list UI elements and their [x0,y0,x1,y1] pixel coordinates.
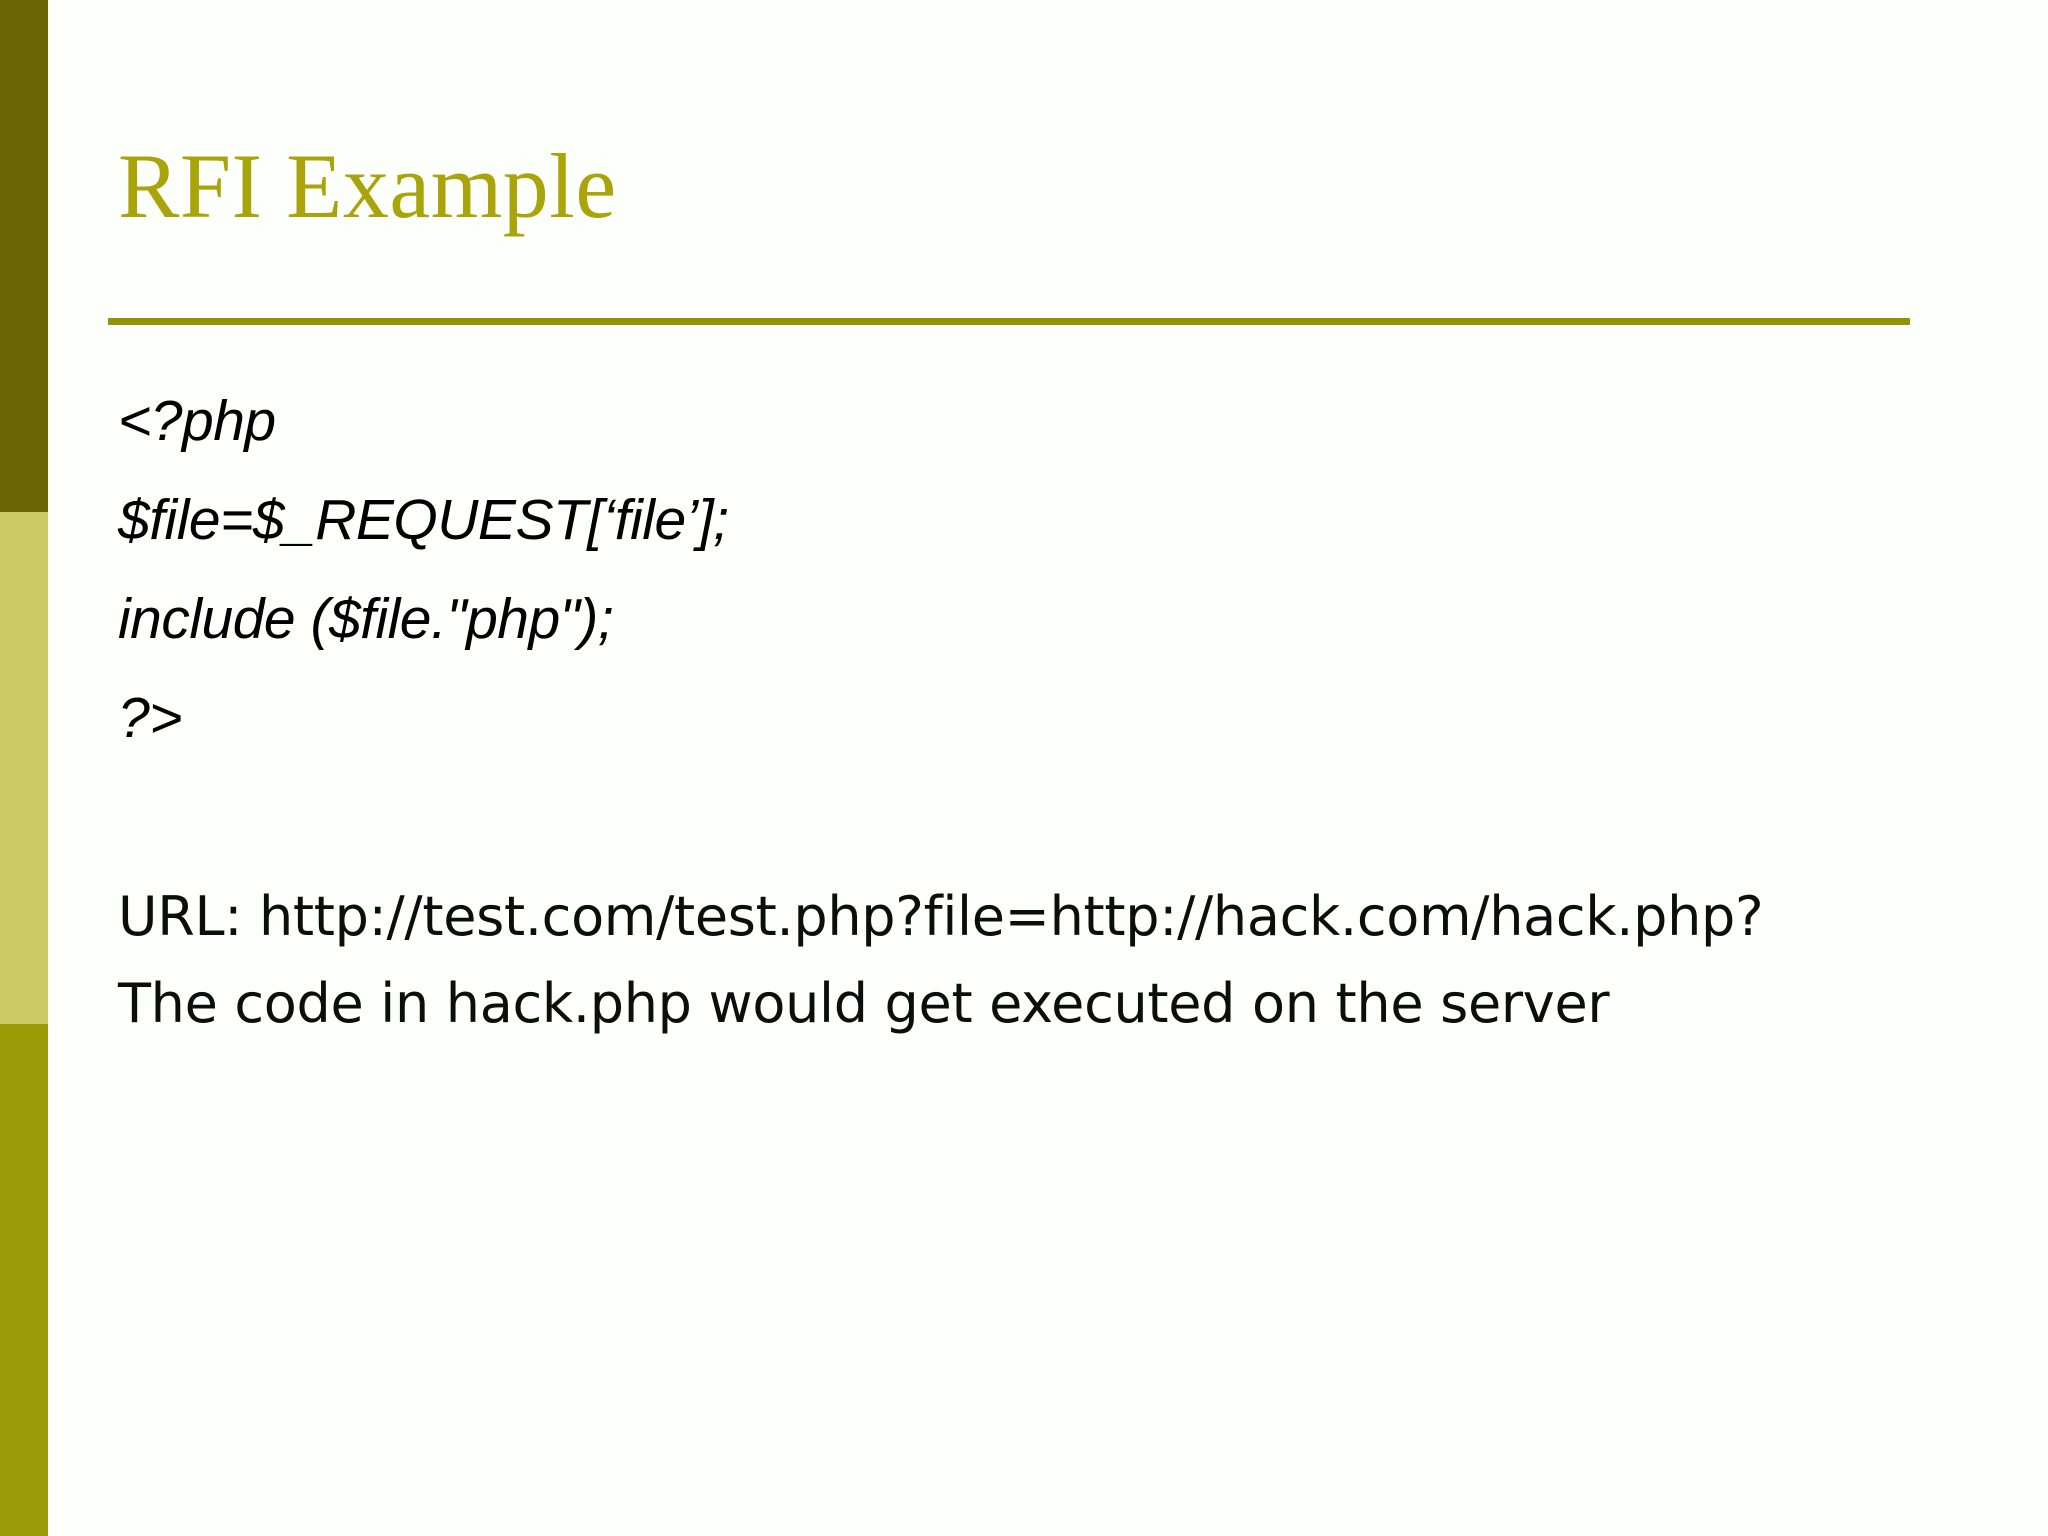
code-line-include: include ($file."php"); [118,587,614,651]
bullet-url-example: URL: http://test.com/test.php?file=http:… [118,885,1764,948]
slide-title: RFI Example [118,135,617,237]
code-line-php-open: <?php [118,389,276,453]
code-line-assign-request: $file=$_REQUEST[‘file’]; [118,488,729,552]
code-line-php-close: ?> [118,686,183,750]
sidebar-decoration [0,0,48,1536]
sidebar-gutter [48,0,64,1536]
bullet-execution-note: The code in hack.php would get executed … [118,972,1610,1035]
sidebar-band-middle [0,512,48,1024]
sidebar-band-bottom [0,1024,48,1536]
sidebar-band-top [0,0,48,512]
slide-body: <?php $file=$_REQUEST[‘file’]; include (… [118,372,1938,1044]
title-underline-rule [108,318,1910,325]
code-prose-spacer [118,768,1938,876]
